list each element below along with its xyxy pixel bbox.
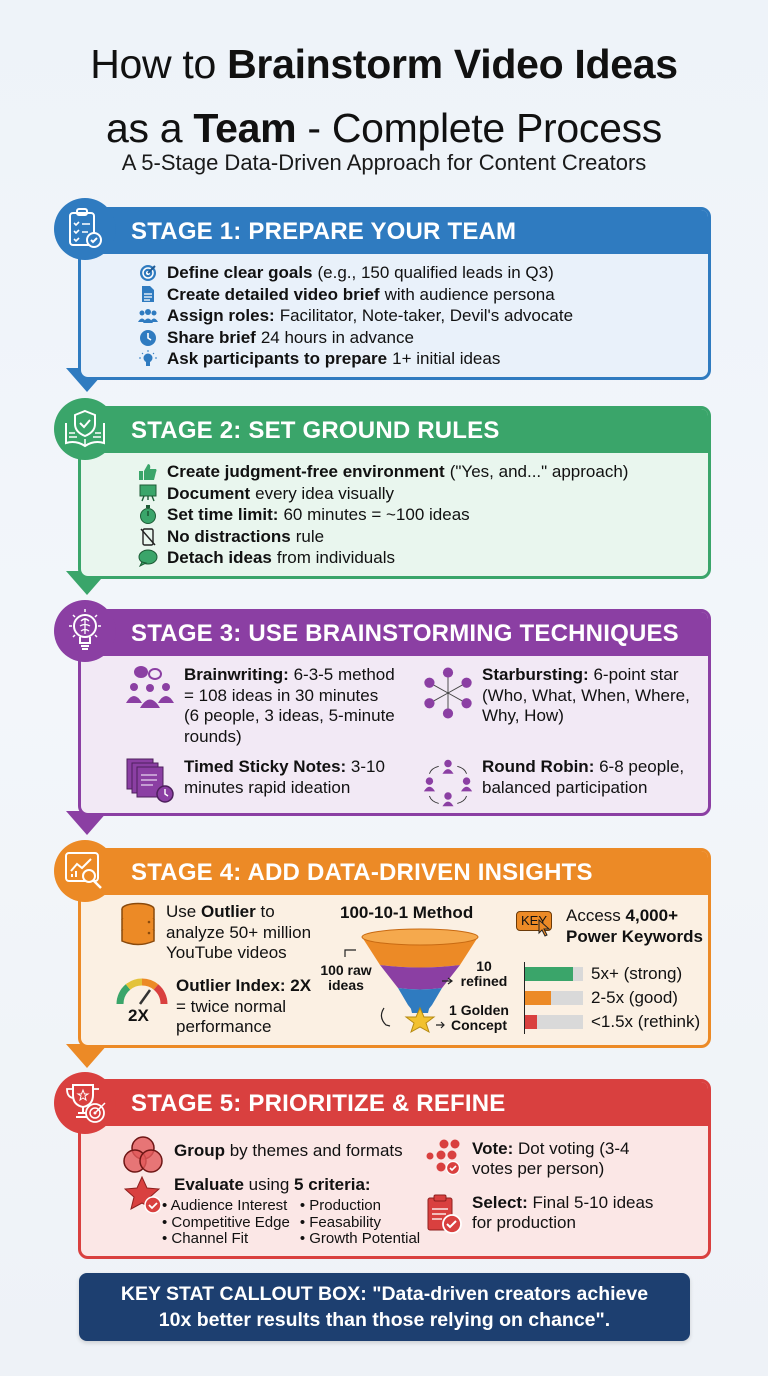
thumbs-up-icon [137,463,159,481]
venn-diagram-icon [122,1135,166,1180]
speech-bubble-icon [137,549,159,568]
star-check-icon [123,1175,166,1248]
technique-timed-sticky-notes: Timed Sticky Notes: 3-10 minutes rapid i… [124,757,414,803]
key-stat-callout: KEY STAT CALLOUT BOX: "Data-driven creat… [79,1273,690,1341]
power-keywords-info: KEY Access 4,000+ Power Keywords [516,905,712,947]
group-step: Group by themes and formats [122,1135,422,1180]
dot-voting-icon [424,1139,464,1182]
scale-row-rethink: <1.5x (rethink) [525,1010,700,1034]
list-item: Set time limit:60 minutes = ~100 ideas [137,504,708,526]
criteria-item: • Production [299,1197,381,1214]
clock-icon [137,329,159,347]
technique-round-robin: Round Robin: 6-8 people, balanced partic… [422,757,712,809]
stage-title: STAGE 2: SET GROUND RULES [81,409,708,453]
refined-label: 10 refined [460,958,508,989]
lightbulb-icon [137,350,159,368]
criteria-item: • Growth Potential [299,1230,421,1247]
clipboard-check-icon [426,1193,466,1240]
group-chat-icon [124,665,176,747]
list-item: Create judgment-free environment("Yes, a… [137,461,708,483]
criteria-item: • Competitive Edge [162,1213,290,1231]
funnel-100-10-1: 100-10-1 Method 100 raw ideas 10 refined… [320,895,520,1045]
round-robin-icon [422,757,474,809]
easel-icon [137,484,159,502]
target-icon [137,264,159,282]
stopwatch-icon [137,504,159,524]
stage-title: STAGE 5: PRIORITIZE & REFINE [81,1082,708,1126]
clipboard-check-icon [54,198,116,260]
evaluate-step: Evaluate using 5 criteria: • Audience In… [123,1175,424,1248]
stage-title: STAGE 1: PREPARE YOUR TEAM [81,210,708,254]
outlier-tool-info: Use Outlier to analyze 50+ million YouTu… [120,902,330,964]
technique-brainwriting: Brainwriting: 6-3-5 method = 108 ideas i… [124,665,414,747]
criteria-item: • Channel Fit [162,1230,249,1247]
criteria-item: • Audience Interest [162,1197,288,1214]
scale-row-good: 2-5x (good) [525,986,700,1010]
vote-step: Vote: Dot voting (3-4 votes per person) [424,1139,704,1182]
sticky-notes-timer-icon [124,757,176,803]
outlier-scale-legend: 5x+ (strong) 2-5x (good) <1.5x (rethink) [524,962,700,1034]
page-title: How to Brainstorm Video Ideas as a Team … [90,41,678,151]
starburst-icon [422,665,474,727]
list-item: Define clear goals(e.g., 150 qualified l… [137,262,708,284]
people-icon [137,307,159,325]
gauge-icon: 2X [116,976,170,1028]
trophy-target-icon [54,1072,116,1134]
page-subtitle: A 5-Stage Data-Driven Approach for Conte… [121,150,647,175]
criteria-list: • Audience Interest • Production • Compe… [162,1197,421,1248]
list-item: Assign roles:Facilitator, Note-taker, De… [137,305,708,327]
shield-book-icon [54,398,116,460]
scale-row-strong: 5x+ (strong) [525,962,700,986]
method-title: 100-10-1 Method [340,903,474,922]
select-step: Select: Final 5-10 ideas for production [426,1193,706,1240]
no-phone-icon [137,527,159,546]
criteria-item: • Feasability [299,1213,381,1231]
stage-card: STAGE 5: PRIORITIZE & REFINE [78,1079,711,1259]
stage-title: STAGE 4: ADD DATA-DRIVEN INSIGHTS [81,851,708,895]
brain-bulb-icon [54,600,116,662]
technique-starbursting: Starbursting: 6-point star (Who, What, W… [422,665,712,727]
stage-card: STAGE 3: USE BRAINSTORMING TECHNIQUES [78,609,711,816]
outlier-index-info: 2X Outlier Index: 2X = twice normal perf… [116,976,326,1038]
golden-concept-label: 1 Golden Concept [449,1002,509,1033]
document-icon [137,285,159,303]
analytics-search-icon [54,840,116,902]
funnel-icon [344,928,479,1034]
flow-arrow-icon [66,1044,108,1068]
database-icon [120,902,158,964]
stage-card: STAGE 2: SET GROUND RULES Create judgmen… [78,406,711,579]
key-badge-icon: KEY [516,905,558,941]
stage-title: STAGE 3: USE BRAINSTORMING TECHNIQUES [81,612,708,656]
stage-card: STAGE 1: PREPARE YOUR TEAM Define clear … [78,207,711,380]
raw-ideas-label: 100 raw ideas [320,962,372,993]
